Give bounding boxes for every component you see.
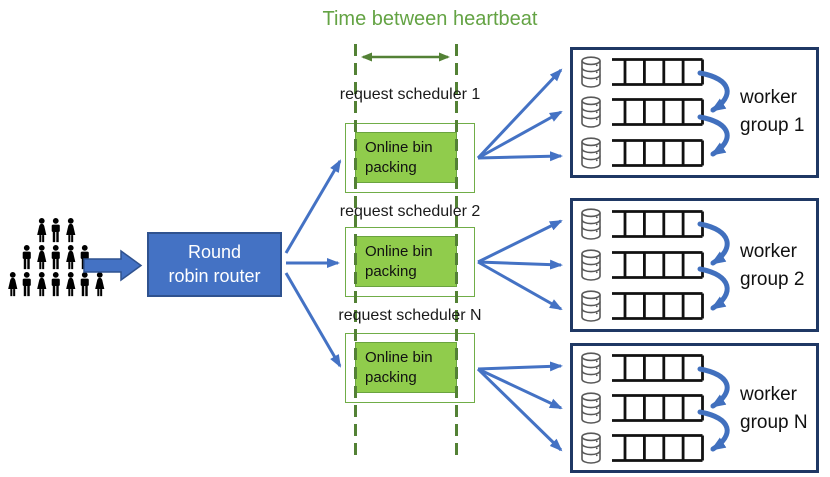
scheduler-n-box: Online bin packing bbox=[345, 333, 475, 403]
online-bin-packing-box-n: Online bin packing bbox=[355, 342, 457, 393]
person-woman-icon bbox=[35, 216, 49, 246]
person-woman-icon bbox=[35, 270, 49, 300]
database-icon bbox=[579, 95, 603, 129]
scheduler-1-to-worker-arrow bbox=[477, 110, 563, 160]
queue-icon bbox=[612, 292, 704, 320]
crowd-of-users bbox=[4, 216, 108, 300]
worker-group-1-box bbox=[570, 47, 819, 178]
worker-row bbox=[579, 431, 816, 465]
database-icon bbox=[579, 248, 603, 282]
worker-row bbox=[579, 289, 816, 323]
person-man-icon bbox=[20, 270, 34, 300]
online-bin-packing-box-1: Online bin packing bbox=[355, 132, 457, 183]
database-icon bbox=[579, 207, 603, 241]
person-woman-icon bbox=[64, 270, 78, 300]
worker-label-line1: worker bbox=[740, 384, 798, 405]
crowd-row bbox=[5, 270, 107, 300]
worker-label-line2: group 2 bbox=[740, 268, 805, 290]
database-icon bbox=[579, 136, 603, 170]
queue-icon bbox=[612, 210, 704, 238]
worker-label-line1: worker bbox=[740, 87, 798, 108]
scheduler-1-to-worker-arrow bbox=[476, 68, 563, 160]
worker-label-line1: worker bbox=[740, 241, 798, 262]
person-woman-icon bbox=[64, 216, 78, 246]
database-icon bbox=[579, 351, 603, 385]
router-label-line2: robin router bbox=[168, 265, 261, 286]
scheduler-n-to-worker-arrow bbox=[476, 367, 563, 452]
person-man-icon bbox=[49, 216, 63, 246]
crowd-row bbox=[20, 243, 93, 273]
person-man-icon bbox=[49, 243, 63, 273]
database-icon bbox=[579, 55, 603, 89]
person-woman-icon bbox=[35, 243, 49, 273]
worker-row bbox=[579, 136, 816, 170]
person-woman-icon bbox=[93, 270, 107, 300]
scheduler-1-box: Online bin packing bbox=[345, 123, 475, 193]
worker-row bbox=[579, 351, 816, 385]
worker-group-2-label: worker group 2 bbox=[740, 238, 824, 293]
scheduler-2-box: Online bin packing bbox=[345, 227, 475, 297]
queue-icon bbox=[612, 98, 704, 126]
queue-icon bbox=[612, 58, 704, 86]
heartbeat-dashed-line-left bbox=[354, 44, 357, 456]
worker-label-line2: group N bbox=[740, 411, 808, 433]
bin-packing-line1: Online bin bbox=[365, 242, 433, 260]
worker-group-n-label: worker group N bbox=[740, 381, 824, 436]
worker-group-1-label: worker group 1 bbox=[740, 84, 824, 139]
worker-group-2-box bbox=[570, 198, 819, 332]
database-icon bbox=[579, 391, 603, 425]
scheduler-n-to-worker-arrow bbox=[477, 361, 563, 372]
queue-icon bbox=[612, 434, 704, 462]
queue-icon bbox=[612, 139, 704, 167]
heartbeat-dashed-line-right bbox=[455, 44, 458, 456]
round-robin-router-box: Round robin router bbox=[147, 232, 282, 297]
worker-row bbox=[579, 207, 816, 241]
database-icon bbox=[579, 431, 603, 465]
person-man-icon bbox=[20, 243, 34, 273]
queue-icon bbox=[612, 354, 704, 382]
online-bin-packing-box-2: Online bin packing bbox=[355, 236, 457, 287]
scheduler-1-label: request scheduler 1 bbox=[339, 86, 481, 103]
scheduler-2-label: request scheduler 2 bbox=[339, 203, 481, 220]
crowd-row bbox=[34, 216, 78, 246]
person-woman-icon bbox=[64, 243, 78, 273]
queue-icon bbox=[612, 394, 704, 422]
queue-icon bbox=[612, 251, 704, 279]
person-man-icon bbox=[78, 243, 92, 273]
scheduler-1-to-worker-arrow bbox=[477, 151, 563, 162]
bin-packing-line2: packing bbox=[365, 368, 417, 386]
bin-packing-line1: Online bin bbox=[365, 138, 433, 156]
scheduler-n-to-worker-arrow bbox=[477, 367, 563, 410]
person-man-icon bbox=[49, 270, 63, 300]
router-label-line1: Round bbox=[187, 242, 242, 263]
bin-packing-line1: Online bin bbox=[365, 348, 433, 366]
database-icon bbox=[579, 289, 603, 323]
person-woman-icon bbox=[6, 270, 20, 300]
bin-packing-line2: packing bbox=[365, 262, 417, 280]
scheduler-n-label: request scheduler N bbox=[338, 307, 482, 324]
worker-group-n-box bbox=[570, 343, 819, 473]
scheduler-2-to-worker-arrow bbox=[477, 259, 563, 270]
person-man-icon bbox=[78, 270, 92, 300]
bin-packing-line2: packing bbox=[365, 158, 417, 176]
scheduler-2-to-worker-arrow bbox=[477, 219, 563, 264]
scheduler-2-to-worker-arrow bbox=[477, 260, 563, 311]
worker-label-line2: group 1 bbox=[740, 114, 805, 136]
heartbeat-title: Time between heartbeat bbox=[322, 8, 538, 30]
